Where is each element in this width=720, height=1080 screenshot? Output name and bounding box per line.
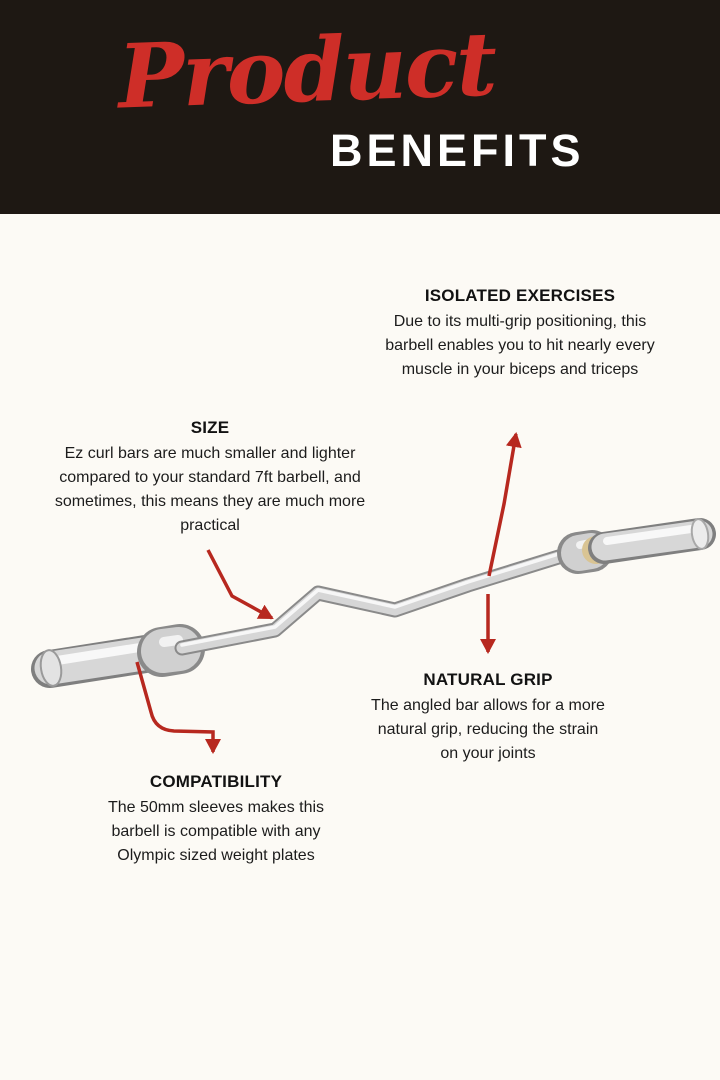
header-block-word: BENEFITS [330,125,585,176]
callout-title: NATURAL GRIP [423,670,553,689]
barbell-shaft [174,543,586,656]
callout-body: Due to its multi-grip positioning, this … [385,313,655,378]
isolated-exercises-arrow-icon [487,432,522,577]
callout-body: The angled bar allows for a more natural… [371,697,605,762]
header-banner: Product BENEFITS [0,0,720,214]
barbell-left-end-cap [39,649,63,687]
callout-title: ISOLATED EXERCISES [424,286,616,305]
callout-body: The 50mm sleeves makes this barbell is c… [107,799,325,864]
callout-isolated-exercises: ISOLATED EXERCISES Due to its multi-grip… [360,286,680,382]
barbell-right-end-cap [690,518,710,550]
barbell-right-sleeve [588,518,716,564]
callout-title: SIZE [190,418,230,437]
callout-title: COMPATIBILITY [149,772,283,791]
ez-curl-bar [31,518,716,688]
size-arrow-icon [206,549,274,620]
compatibility-arrow-icon [135,661,221,754]
callout-compatibility: COMPATIBILITY The 50mm sleeves makes thi… [86,772,346,868]
callout-body: Ez curl bars are much smaller and lighte… [54,445,366,534]
callout-size: SIZE Ez curl bars are much smaller and l… [50,418,370,538]
callout-natural-grip: NATURAL GRIP The angled bar allows for a… [360,670,616,766]
